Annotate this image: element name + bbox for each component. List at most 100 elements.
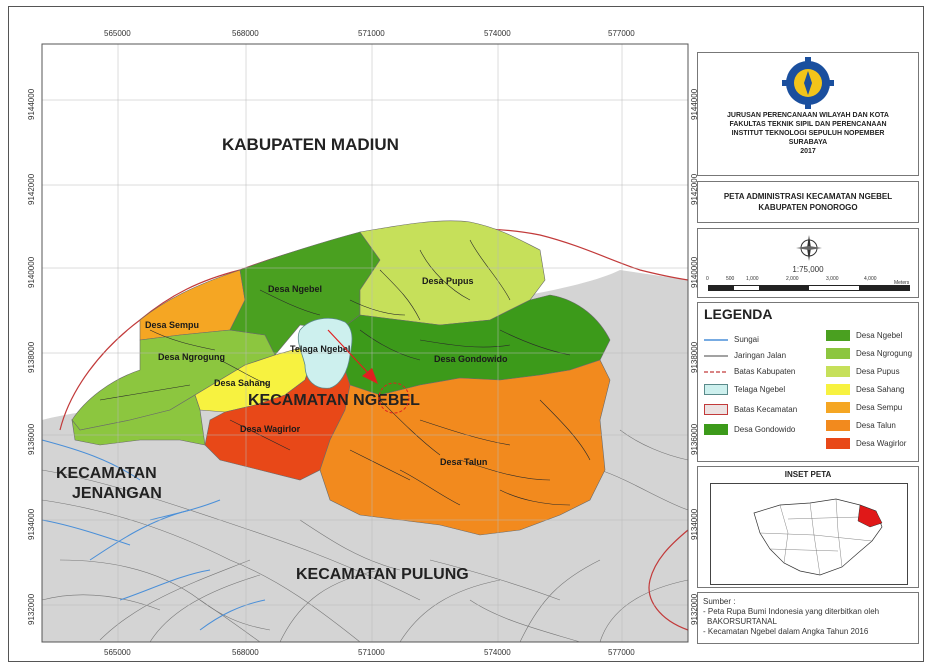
north-arrow-icon <box>796 235 822 261</box>
source-label: Sumber : <box>703 597 736 606</box>
legend-item-ngrogung: Desa Ngrogung <box>826 347 912 359</box>
marker-arrow-icon <box>327 329 371 376</box>
map-neatline <box>41 43 689 643</box>
legend-swatch-kab-border-icon <box>704 370 728 373</box>
legend-swatch-road-icon <box>704 355 728 356</box>
panel-scale: 1:75,000 0 500 1,000 2,000 3,000 4,000 M… <box>697 228 919 298</box>
institution-line1: JURUSAN PERENCANAAN WILAYAH DAN KOTA <box>727 112 889 119</box>
scale-tick: 2,000 <box>786 276 799 282</box>
y-tick-right: 9144000 <box>690 88 699 120</box>
village-roads <box>99 239 591 506</box>
village-ngrogung-west <box>71 394 206 446</box>
y-labels-left: 9144000 9142000 9140000 9138000 9136000 … <box>27 88 36 625</box>
legend-item-talun: Desa Talun <box>826 419 896 431</box>
legend-item-pupus: Desa Pupus <box>826 365 900 377</box>
x-tick-top: 574000 <box>484 29 511 38</box>
panel-institution: JURUSAN PERENCANAAN WILAYAH DAN KOTA FAK… <box>697 52 919 176</box>
grid-lines <box>42 44 688 642</box>
x-labels-top: 565000 568000 571000 574000 577000 <box>104 29 635 38</box>
scale-unit: Meters <box>894 280 910 286</box>
region-label-pulung: KECAMATAN PULUNG <box>296 566 469 583</box>
village-label-talun: Desa Talun <box>440 457 487 467</box>
x-tick-top: 568000 <box>232 29 259 38</box>
scale-bar <box>708 285 910 291</box>
panel-map-title: PETA ADMINISTRASI KECAMATAN NGEBEL KABUP… <box>697 181 919 223</box>
institution-line4: SURABAYA <box>788 139 828 146</box>
inset-ngebel-highlight <box>857 504 883 528</box>
inset-title: INSET PETA <box>784 470 832 479</box>
y-tick-right: 9132000 <box>690 593 699 625</box>
legend-item-sungai: Sungai <box>704 333 759 345</box>
source-line1: - Peta Rupa Bumi Indonesia yang diterbit… <box>703 607 880 616</box>
legend-item-ngebel: Desa Ngebel <box>826 329 902 341</box>
y-tick-right: 9134000 <box>690 508 699 540</box>
institution-line3: INSTITUT TEKNOLOGI SEPULUH NOPEMBER <box>731 130 885 137</box>
legend-item-telaga: Telaga Ngebel <box>704 383 785 395</box>
rivers <box>41 439 266 631</box>
scale-tick: 0 <box>706 276 709 282</box>
y-tick-left: 9138000 <box>27 341 36 373</box>
y-labels-right: 9144000 9142000 9140000 9138000 9136000 … <box>690 88 699 625</box>
y-tick-left: 9136000 <box>27 423 36 455</box>
region-label-ngebel: KECAMATAN NGEBEL <box>248 392 420 409</box>
x-tick-bottom: 574000 <box>484 648 511 657</box>
legend-item-batas-kabupaten: Batas Kabupaten <box>704 365 795 377</box>
x-tick-bottom: 568000 <box>232 648 259 657</box>
kabupaten-border-east <box>648 529 689 631</box>
institution-line2: FAKULTAS TEKNIK SIPIL DAN PERENCANAAN <box>729 121 887 128</box>
y-tick-left: 9140000 <box>27 256 36 288</box>
panel-legend: LEGENDA Sungai Jaringan Jalan Batas Kabu… <box>697 302 919 462</box>
x-tick-bottom: 577000 <box>608 648 635 657</box>
scale-tick: 500 <box>726 276 735 282</box>
source-line2: BAKORSURTANAL <box>707 617 777 626</box>
y-tick-left: 9142000 <box>27 173 36 205</box>
marker-circle-icon <box>378 382 410 414</box>
village-label-wagirlor: Desa Wagirlor <box>240 424 301 434</box>
legend-item-sahang: Desa Sahang <box>826 383 904 395</box>
legend-item-wagirlor: Desa Wagirlor <box>826 437 906 449</box>
village-label-gondowido: Desa Gondowido <box>434 354 508 364</box>
x-tick-bottom: 565000 <box>104 648 131 657</box>
x-tick-top: 571000 <box>358 29 385 38</box>
region-label-jenangan: KECAMATAN <box>56 465 157 482</box>
y-tick-right: 9136000 <box>690 423 699 455</box>
y-tick-right: 9142000 <box>690 173 699 205</box>
village-label-pupus: Desa Pupus <box>422 276 474 286</box>
region-label-madiun: KABUPATEN MADIUN <box>222 135 399 154</box>
inset-map <box>753 498 883 576</box>
its-logo-icon <box>782 57 834 109</box>
legend-item-batas-kecamatan: Batas Kecamatan <box>704 403 797 415</box>
x-labels-bottom: 565000 568000 571000 574000 577000 <box>104 648 635 657</box>
map-title-line1: PETA ADMINISTRASI KECAMATAN NGEBEL <box>723 192 893 201</box>
scale-tick: 4,000 <box>864 276 877 282</box>
y-tick-right: 9140000 <box>690 256 699 288</box>
legend-item-gondowido: Desa Gondowido <box>704 423 795 435</box>
legend-item-sempu: Desa Sempu <box>826 401 902 413</box>
village-talun <box>319 359 611 536</box>
y-tick-left: 9132000 <box>27 593 36 625</box>
village-label-telaga: Telaga Ngebel <box>290 344 350 354</box>
village-label-sempu: Desa Sempu <box>145 320 199 330</box>
y-tick-left: 9144000 <box>27 88 36 120</box>
legend-item-jalan: Jaringan Jalan <box>704 349 786 361</box>
village-label-ngebel: Desa Ngebel <box>268 284 322 294</box>
marker-arrowhead-icon <box>362 368 378 384</box>
map-title-line2: KABUPATEN PONOROGO <box>758 203 858 212</box>
panel-inset: INSET PETA <box>697 466 919 588</box>
scale-text: 1:75,000 <box>792 265 824 274</box>
institution-line5: 2017 <box>800 148 816 155</box>
legend-title: LEGENDA <box>704 306 773 322</box>
village-label-sahang: Desa Sahang <box>214 378 271 388</box>
village-label-ngrogung: Desa Ngrogung <box>158 352 225 362</box>
y-tick-left: 9134000 <box>27 508 36 540</box>
x-tick-top: 577000 <box>608 29 635 38</box>
y-tick-right: 9138000 <box>690 341 699 373</box>
x-tick-top: 565000 <box>104 29 131 38</box>
map-frame <box>8 6 924 662</box>
legend-swatch-river-icon <box>704 338 728 341</box>
x-tick-bottom: 571000 <box>358 648 385 657</box>
source-line3: - Kecamatan Ngebel dalam Angka Tahun 201… <box>703 627 869 636</box>
scale-tick: 1,000 <box>746 276 759 282</box>
panel-source: Sumber : - Peta Rupa Bumi Indonesia yang… <box>697 592 919 644</box>
